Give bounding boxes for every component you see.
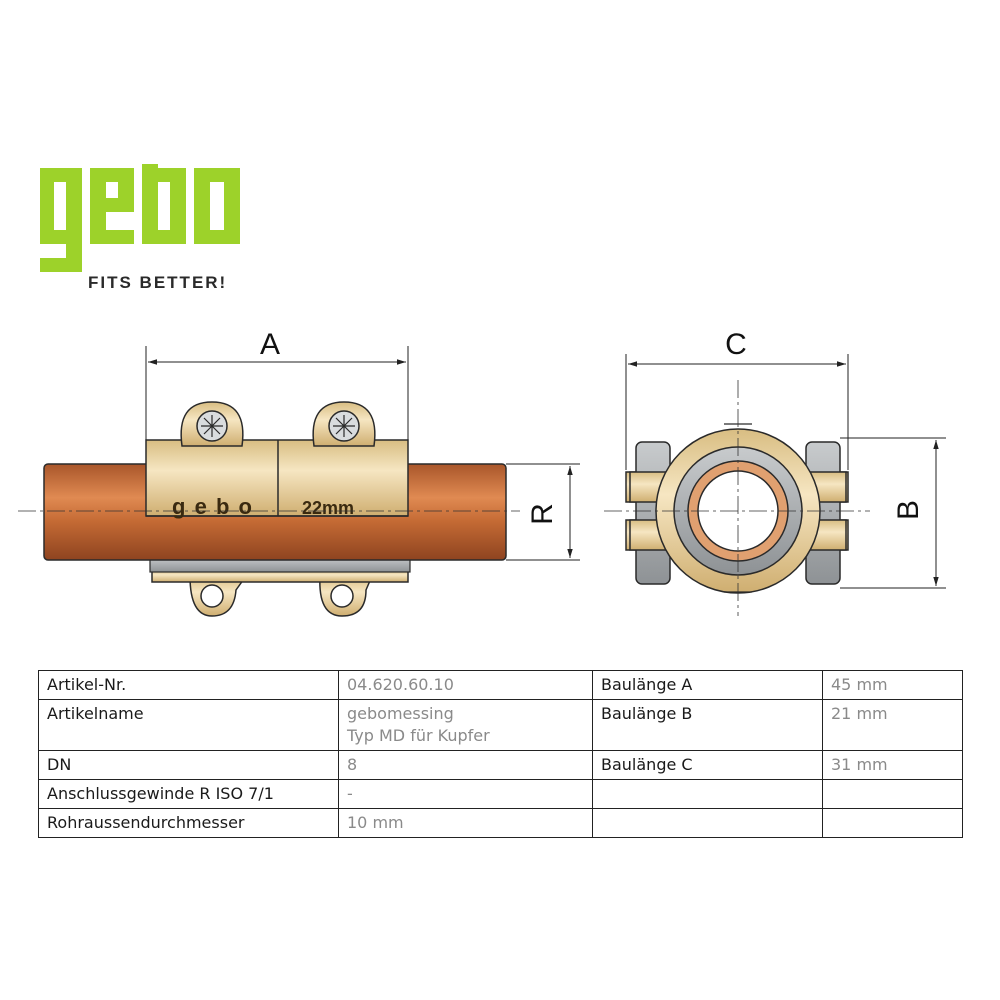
lower-clamp-lugs [151, 569, 409, 617]
label-baulaenge-b: Baulänge B [592, 699, 823, 751]
value-baulaenge-b: 21 mm [822, 699, 963, 751]
dimension-c-label: C [725, 328, 747, 361]
label-baulaenge-a: Baulänge A [592, 670, 823, 700]
empty-cell [822, 808, 963, 838]
logo-tagline: FITS BETTER! [88, 273, 227, 292]
value-anschlussgewinde: - [338, 779, 593, 809]
label-dn: DN [38, 750, 339, 780]
gebo-logo-mark [40, 164, 240, 272]
label-anschlussgewinde: Anschlussgewinde R ISO 7/1 [38, 779, 339, 809]
label-rohraussendurchmesser: Rohraussendurchmesser [38, 808, 339, 838]
empty-cell [592, 808, 823, 838]
table-row: Anschlussgewinde R ISO 7/1 - [38, 779, 963, 809]
table-row: DN 8 Baulänge C 31 mm [38, 750, 963, 780]
empty-cell [822, 779, 963, 809]
dimension-a [145, 346, 409, 440]
top-bolt-lugs [180, 401, 376, 447]
dimension-a-label: A [260, 328, 280, 361]
body-marking-size: 22mm [302, 498, 354, 518]
value-baulaenge-a: 45 mm [822, 670, 963, 700]
dimension-b [840, 437, 946, 589]
label-artikel-nr: Artikel-Nr. [38, 670, 339, 700]
empty-cell [592, 779, 823, 809]
table-row: Artikel-Nr. 04.620.60.10 Baulänge A 45 m… [38, 670, 963, 700]
table-row: Rohraussendurchmesser 10 mm [38, 808, 963, 838]
gebo-logo: FITS BETTER! [40, 164, 240, 292]
value-artikel-nr: 04.620.60.10 [338, 670, 593, 700]
front-centerlines [604, 380, 870, 616]
dimension-b-label: B [892, 500, 925, 520]
label-artikelname: Artikelname [38, 699, 339, 751]
brass-body [145, 439, 409, 517]
value-baulaenge-c: 31 mm [822, 750, 963, 780]
dimension-r-label: R [526, 503, 559, 525]
value-rohraussendurchmesser: 10 mm [338, 808, 593, 838]
technical-drawing: gebo 22mm A R [18, 328, 946, 617]
side-view: gebo 22mm A R [18, 328, 580, 617]
dimension-r [506, 463, 580, 561]
label-baulaenge-c: Baulänge C [592, 750, 823, 780]
spec-table: Artikel-Nr. 04.620.60.10 Baulänge A 45 m… [38, 670, 963, 838]
dimension-c [625, 354, 849, 470]
value-dn: 8 [338, 750, 593, 780]
front-view [625, 423, 849, 594]
